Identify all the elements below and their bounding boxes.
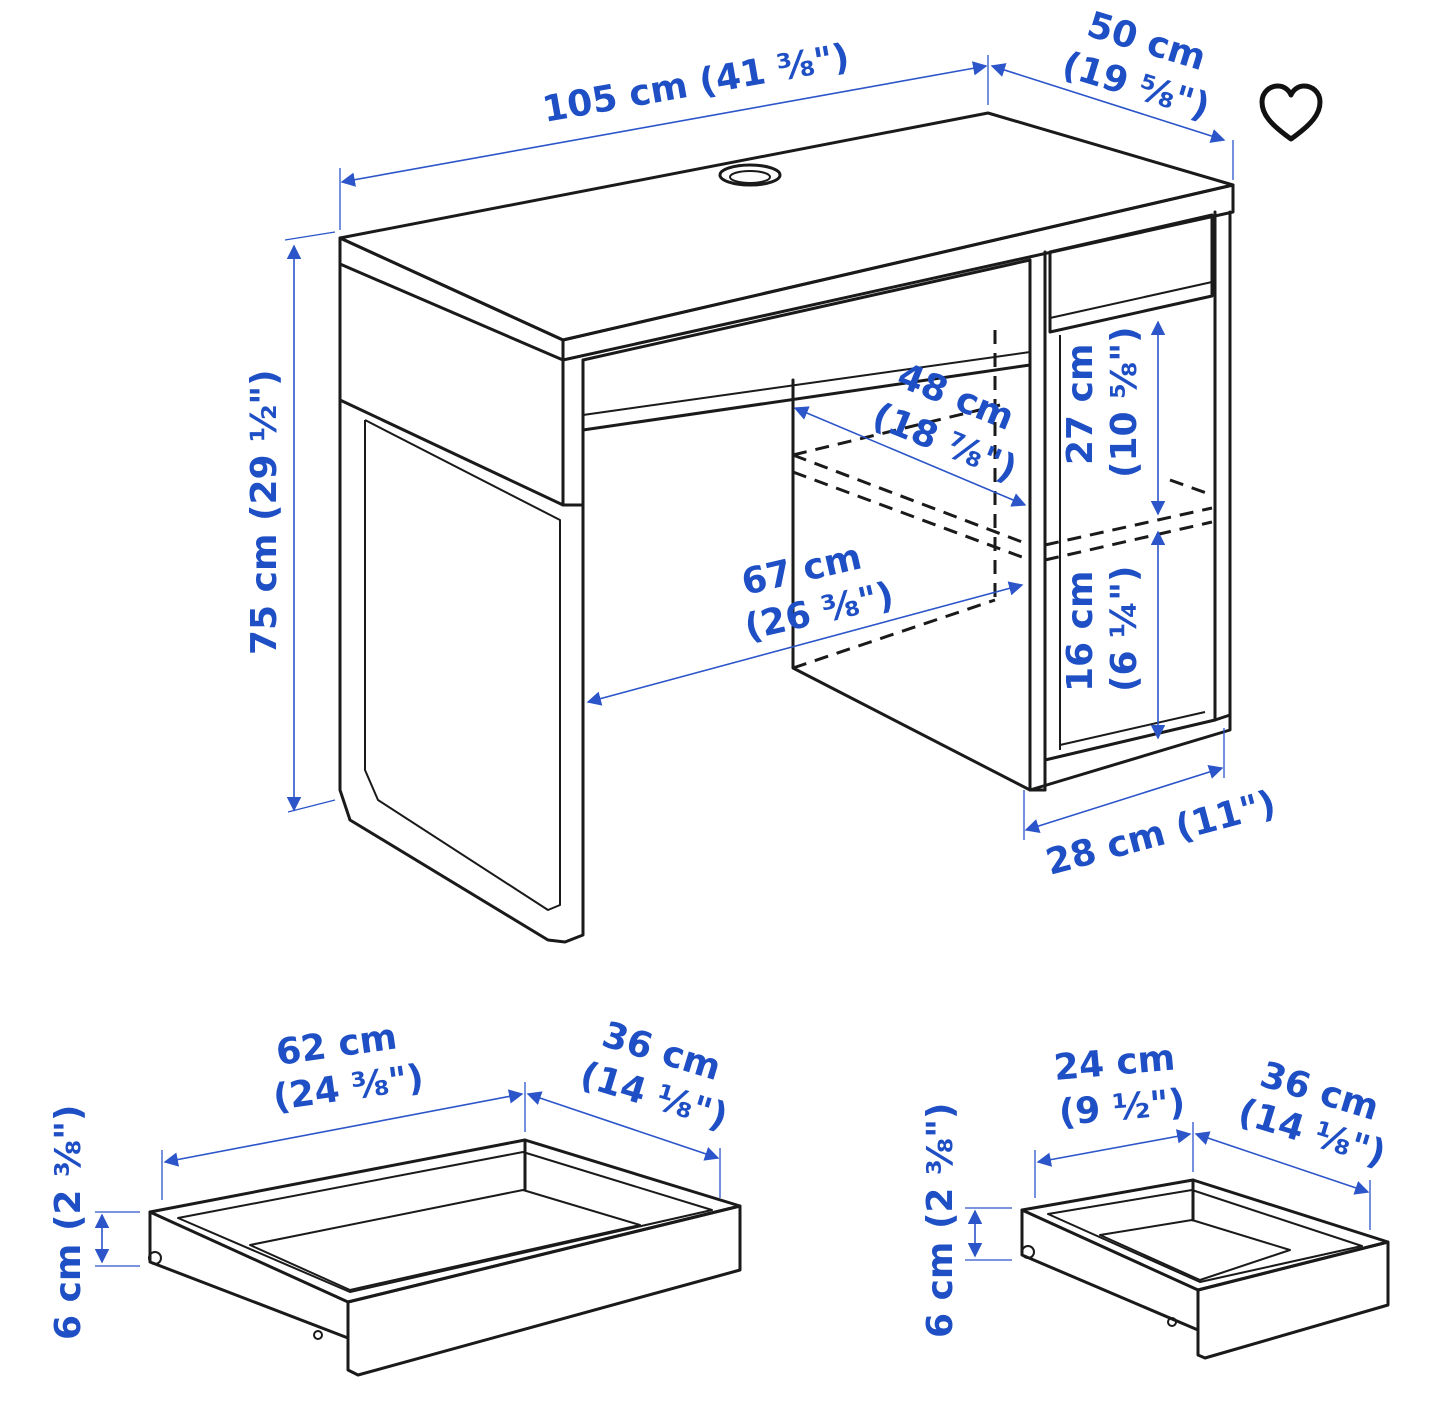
left-panel-inner <box>364 419 561 911</box>
height-label: 75 cm (29 ½") <box>244 369 285 655</box>
cable-hole-inner <box>729 170 771 184</box>
small-drawer-drawing <box>1020 1178 1390 1360</box>
favorite-button[interactable] <box>1259 83 1323 142</box>
small-drawer-width-label-cm: 24 cm <box>1052 1038 1177 1089</box>
cabinet-width-label: 28 cm (11") <box>1042 783 1280 884</box>
width-dimension-line <box>340 61 988 187</box>
large-drawer-bottom <box>249 1189 641 1291</box>
width-label: 105 cm (41 ⅜") <box>539 37 852 131</box>
small-drawer-depth-line <box>1194 1131 1370 1195</box>
cabinet-left-edge <box>1028 250 1047 792</box>
large-drawer-dimensions <box>94 1082 721 1267</box>
shelf-upper-label-cm: 27 cm <box>1060 344 1101 465</box>
desk-drawing <box>338 111 1235 944</box>
large-drawer-width-line <box>163 1089 524 1167</box>
small-drawer-width-line <box>1036 1129 1192 1167</box>
small-drawer-width-label-in: (9 ½") <box>1057 1082 1187 1134</box>
small-drawer-bottom <box>1099 1219 1291 1281</box>
large-drawer-front <box>346 1204 742 1377</box>
large-drawer-depth-line <box>526 1091 720 1161</box>
large-drawer-drawing <box>148 1138 742 1377</box>
small-drawer-height-label: 6 cm (2 ⅜") <box>920 1103 961 1338</box>
desk-top-left-edge <box>338 236 565 362</box>
cabinet-bottom <box>1043 718 1217 792</box>
shelf-upper-label-in: (10 ⅝") <box>1104 326 1145 478</box>
small-drawer-front <box>1196 1240 1390 1360</box>
desk-dimensions <box>284 55 1234 840</box>
cabinet-right-edge <box>1213 210 1232 722</box>
left-panel-outline <box>338 262 585 944</box>
desk-labels: 105 cm (41 ⅜") 50 cm (19 ⅝") 75 cm (29 ½… <box>244 4 1280 883</box>
small-drawer-top <box>1020 1178 1390 1292</box>
desk-top <box>338 111 1235 342</box>
desk-top-front-edge <box>561 183 1235 362</box>
small-drawer-dimensions <box>965 1122 1371 1261</box>
knee-width-dimension-line <box>586 581 1024 706</box>
cabinet-width-dimension-line <box>1024 765 1224 833</box>
large-drawer-height-label: 6 cm (2 ⅜") <box>48 1105 89 1340</box>
depth-dimension-line <box>990 63 1226 143</box>
heart-outline-icon <box>1259 83 1323 142</box>
left-panel-divider <box>338 398 585 507</box>
shelf-lower-label-cm: 16 cm <box>1060 571 1101 692</box>
cabinet-drawer-front <box>1048 213 1214 334</box>
inner-depth-dimension-line <box>793 406 1027 507</box>
shelf-lower-label-in: (6 ¼") <box>1104 565 1145 692</box>
